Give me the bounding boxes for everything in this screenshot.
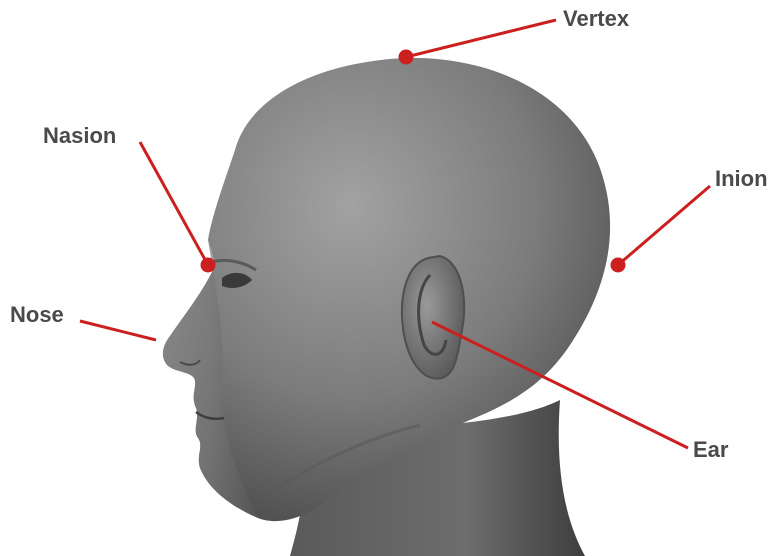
inion-leader-line	[618, 186, 710, 265]
vertex-marker	[399, 50, 414, 65]
ear-label: Ear	[693, 439, 728, 461]
nose-label: Nose	[10, 304, 64, 326]
inion-marker	[611, 258, 626, 273]
nasion-leader-line	[140, 142, 208, 265]
nasion-marker	[201, 258, 216, 273]
nasion-label: Nasion	[43, 125, 116, 147]
vertex-label: Vertex	[563, 8, 629, 30]
inion-label: Inion	[715, 168, 768, 190]
nose-leader-line	[80, 321, 156, 340]
vertex-leader-line	[406, 20, 556, 57]
